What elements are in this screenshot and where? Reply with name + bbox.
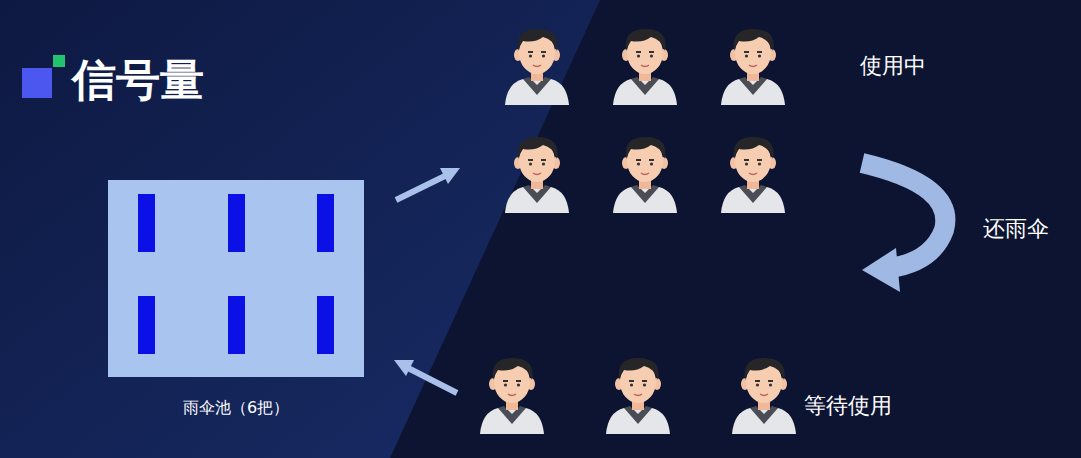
umbrella-pool xyxy=(108,180,364,377)
pool-caption: 雨伞池（6把） xyxy=(108,397,364,419)
title-icon xyxy=(22,68,52,98)
title-icon xyxy=(53,55,65,67)
return-arrow xyxy=(862,163,945,292)
pool-box: 雨伞池（6把） xyxy=(108,180,364,425)
flow-arrow xyxy=(394,168,460,393)
state-label: 等待使用 xyxy=(804,392,892,420)
state-label: 还雨伞 xyxy=(983,215,1049,243)
person xyxy=(480,29,796,434)
background-band xyxy=(0,0,600,458)
umbrella xyxy=(138,194,334,354)
title: 信号量 xyxy=(72,52,204,108)
state-label: 使用中 xyxy=(860,52,926,80)
